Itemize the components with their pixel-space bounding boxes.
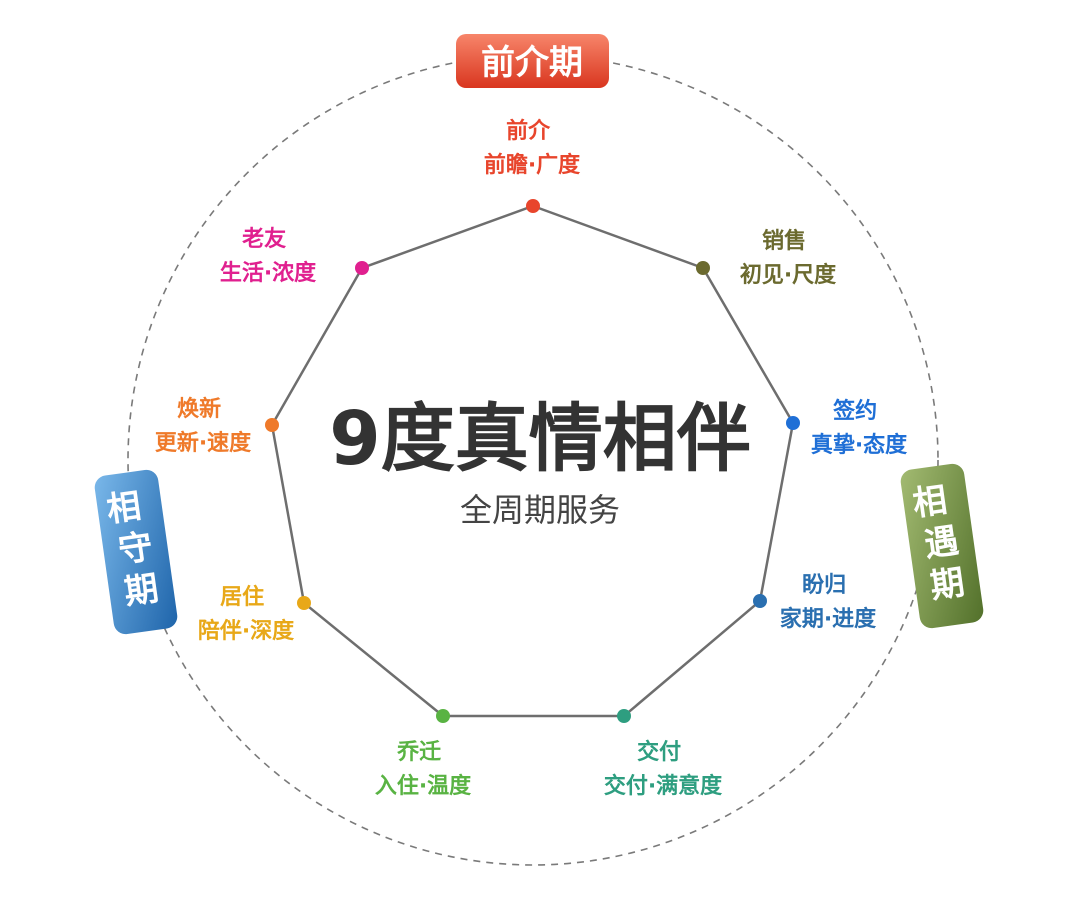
node-desc: 生活·浓度 [220,260,317,286]
node-desc: 交付·满意度 [604,773,723,799]
node-label-qianjie: 前介 前瞻·广度 [484,118,581,178]
node-name: 交付 [637,739,681,765]
node-name: 销售 [762,228,806,254]
node-name: 乔迁 [396,740,441,765]
node-dots [265,199,800,723]
node-label-juzhu: 居住 陪伴·深度 [198,584,295,644]
node-desc: 前瞻·广度 [484,152,581,178]
node-name: 焕新 [177,396,221,422]
node-desc: 更新·速度 [155,430,252,456]
phase-tag-right-text: 相 [910,480,949,524]
phase-tag-left-label: 相 守期 [104,484,167,613]
outer-dashed-circle [127,54,939,866]
node-label-qianyue: 签约 真挚·态度 [811,398,908,458]
phase-tag-right-background [900,463,984,629]
phase-tag-right: 相 遇期 [900,463,984,629]
node-label-huanxin: 焕新 更新·速度 [155,396,252,456]
node-dot-qianjie [526,199,540,213]
node-dot-qianyue [786,416,800,430]
phase-char: 期 [122,568,161,612]
node-dot-juzhu [297,596,311,610]
phase-tag-left: 相 守期 [94,469,178,635]
node-label-pangui: 盼归 家期·进度 [780,573,877,632]
center-title: 9度真情相伴 [329,396,751,482]
node-name: 盼归 [802,573,846,598]
node-desc: 初见·尺度 [740,262,837,288]
phase-tag-right-label: 相 遇期 [910,478,973,607]
node-dot-laoyou [355,261,369,275]
node-name: 前介 [506,118,551,144]
phase-tag-left-background [94,469,178,635]
node-label-qiaoqian: 乔迁 入住·温度 [375,740,472,799]
node-name: 签约 [832,398,877,424]
node-desc: 家期·进度 [780,606,877,632]
node-label-xiaoshou: 销售 初见·尺度 [740,228,837,288]
node-dot-qiaoqian [436,709,450,723]
node-dot-xiaoshou [696,261,710,275]
node-desc: 陪伴·深度 [198,618,295,644]
phase-char: 守 [116,527,155,571]
node-dot-huanxin [265,418,279,432]
phase-char: 期 [928,562,967,606]
phase-char: 遇 [922,521,961,565]
node-label-jiaofu: 交付 交付·满意度 [604,739,723,799]
node-label-laoyou: 老友 生活·浓度 [220,227,317,286]
phase-tag-left-text: 相 [104,486,143,530]
node-dot-jiaofu [617,709,631,723]
node-dot-pangui [753,594,767,608]
phase-tag-top: 前介期 [456,34,609,88]
node-name: 老友 [241,227,286,252]
phase-tag-top-background [456,34,609,88]
node-desc: 入住·温度 [375,773,472,799]
node-name: 居住 [220,584,264,610]
node-desc: 真挚·态度 [811,432,908,458]
center-subtitle: 全周期服务 [460,491,620,529]
nonagon-outline [270,204,795,718]
phase-tag-top-label: 前介期 [481,43,583,83]
